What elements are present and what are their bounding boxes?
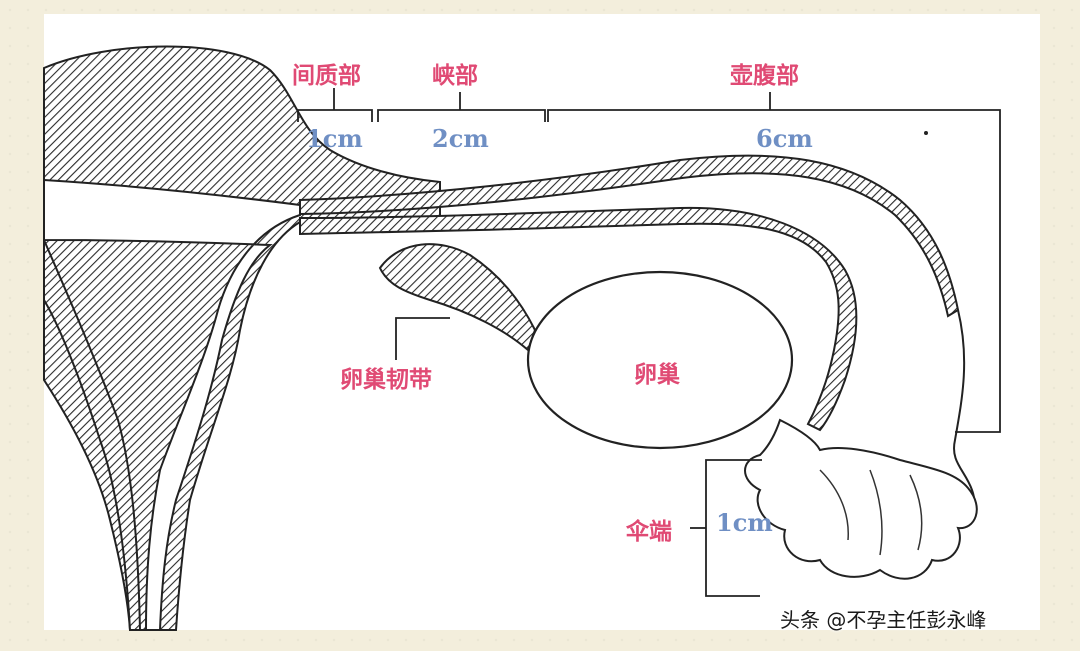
label-interstitial: 间质部 [292,63,361,89]
measurement-fimbria: 1cm [716,508,773,537]
ovary-shape [526,270,794,450]
measurement-brackets [297,88,1001,597]
tube-upper-wall [299,154,960,318]
measurement-ampulla: 6cm [756,124,813,153]
tube-lower-wall [299,206,858,432]
uterine-wall-lower [43,239,142,631]
label-fimbria: 伞端 [626,519,672,545]
ovarian-ligament-shape [378,243,537,352]
measurement-interstitial: 1cm [306,124,363,153]
uterine-cavity [43,178,301,631]
label-ovary: 卵巢 [634,362,680,388]
label-ovarian-ligament: 卵巢韧带 [340,367,432,393]
fimbriae-shape [744,418,978,580]
watermark-text: 头条 @不孕主任彭永峰 [780,608,987,632]
fimbriae-folds [819,469,923,556]
uterus-shape [43,45,441,631]
measurement-isthmus: 2cm [432,124,489,153]
label-ampulla: 壶腹部 [730,63,799,89]
label-isthmus: 峡部 [432,63,478,89]
